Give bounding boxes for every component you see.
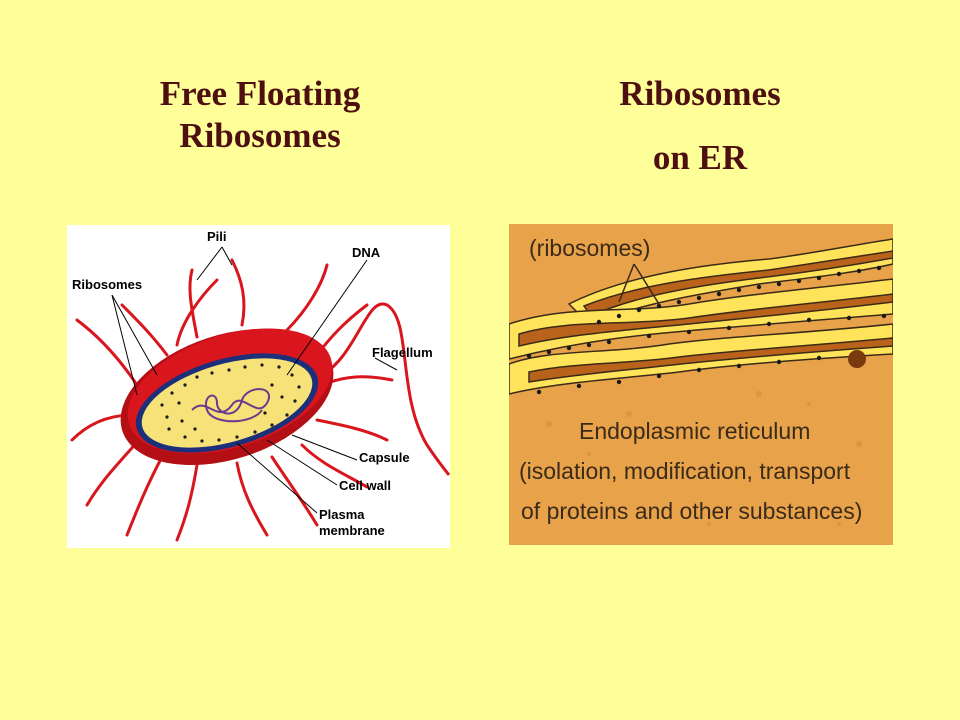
right-title-line-1: Ribosomes (619, 74, 781, 113)
er-caption-line-1: Endoplasmic reticulum (579, 418, 810, 444)
cytoplasm-shape (141, 358, 313, 448)
label-dna: DNA (352, 245, 381, 260)
left-title-line-1: Free Floating (159, 74, 361, 113)
dna-coil (191, 388, 270, 423)
left-title-line-2: Ribosomes (179, 116, 341, 155)
label-er-ribosomes: (ribosomes) (529, 235, 650, 261)
label-capsule: Capsule (359, 450, 410, 465)
er-ribosome-dots (526, 265, 887, 395)
er-illustration: (ribosomes) Endoplasmic reticulum (isola… (509, 224, 893, 545)
label-membrane: membrane (319, 523, 385, 538)
label-flagellum: Flagellum (372, 345, 433, 360)
label-pili: Pili (207, 229, 227, 244)
right-title: Ribosomes on ER (540, 73, 860, 179)
er-caption-line-2: (isolation, modification, transport (519, 458, 851, 484)
bacterium-diagram: Pili Ribosomes DNA Flagellum Capsule Cel… (67, 225, 450, 548)
bacterium-illustration: Pili Ribosomes DNA Flagellum Capsule Cel… (70, 229, 450, 542)
label-ribosomes: Ribosomes (72, 277, 142, 292)
label-plasma: Plasma (319, 507, 365, 522)
label-cell-wall: Cell wall (339, 478, 391, 493)
left-title: Free Floating Ribosomes (100, 73, 420, 157)
er-drawing: (ribosomes) Endoplasmic reticulum (isola… (509, 224, 893, 545)
right-title-line-2: on ER (652, 138, 748, 177)
er-cisternae (509, 238, 893, 395)
er-caption-line-3: of proteins and other substances) (521, 498, 862, 524)
flagellum-strand (321, 302, 450, 476)
ribosome-dots (160, 363, 301, 443)
